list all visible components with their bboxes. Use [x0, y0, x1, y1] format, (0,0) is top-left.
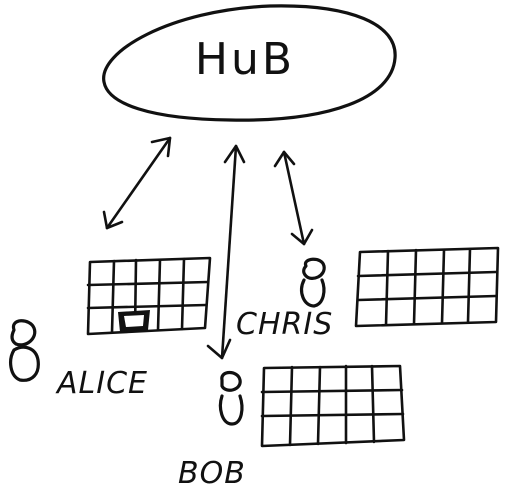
alice-grid	[86, 256, 212, 336]
alice-figure-icon	[9, 319, 40, 382]
link-bob-hub	[206, 144, 246, 360]
hub-ellipse	[102, 4, 397, 122]
hub-label: HuB	[195, 34, 295, 85]
chris-grid	[354, 246, 500, 328]
user-bob: BOB	[178, 364, 406, 491]
hub-node: HuB	[102, 4, 397, 122]
user-chris: CHRIS	[236, 246, 500, 342]
bob-label: BOB	[178, 456, 246, 491]
alice-label: ALICE	[55, 366, 148, 401]
user-alice: ALICE	[9, 256, 212, 401]
bob-figure-icon	[218, 370, 244, 426]
link-chris-hub	[273, 150, 314, 246]
chris-figure-icon	[300, 257, 326, 308]
link-alice-hub	[102, 136, 172, 230]
bob-grid	[260, 364, 406, 448]
chris-label: CHRIS	[236, 307, 333, 342]
